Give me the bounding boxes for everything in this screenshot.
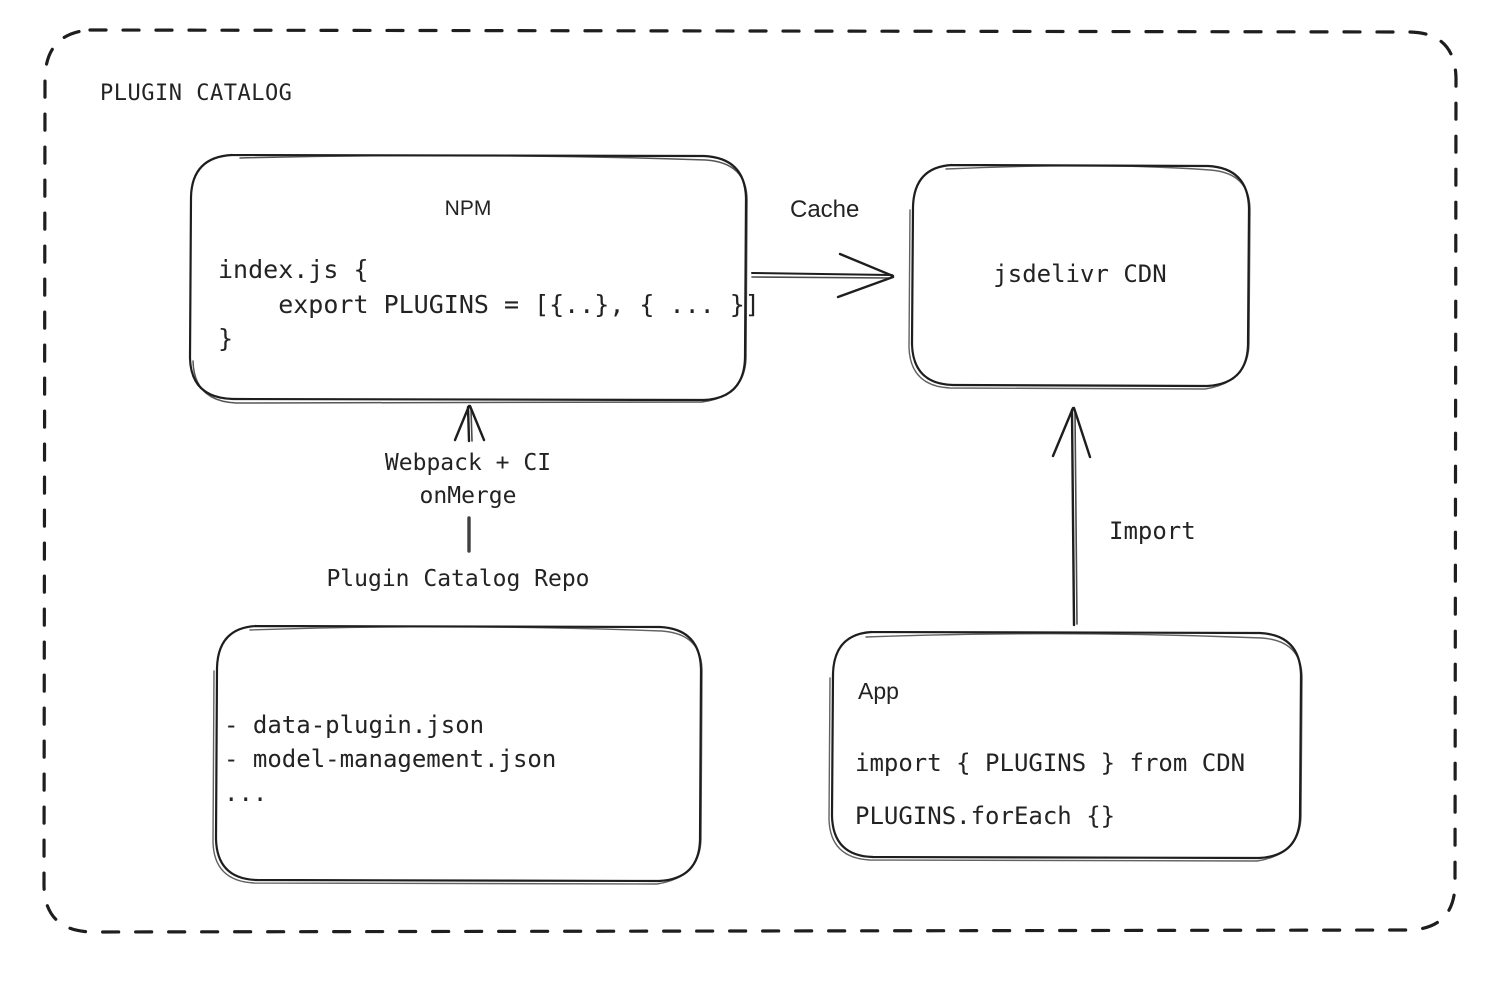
edge-label-import: Import <box>1109 517 1196 545</box>
app-node-code: import { PLUGINS } from CDN PLUGINS.forEa… <box>855 737 1245 843</box>
app-code-line-2: PLUGINS.forEach {} <box>855 801 1116 830</box>
npm-node-title: NPM <box>444 197 492 220</box>
edge-label-webpack-ci-onmerge: Webpack + CI onMerge <box>384 450 552 510</box>
edge-label-cache: Cache <box>790 196 860 223</box>
cdn-node-title: jsdelivr CDN <box>993 260 1167 288</box>
repo-node-title: Plugin Catalog Repo <box>326 566 590 592</box>
arrow-npm-to-cdn <box>751 252 895 299</box>
app-node-title: App <box>858 678 899 704</box>
group-title-plugin-catalog: PLUGIN CATALOG <box>100 81 293 106</box>
npm-node-code: index.js { export PLUGINS = [{..}, { ...… <box>218 255 760 353</box>
app-code-line-1: import { PLUGINS } from CDN <box>855 749 1246 777</box>
repo-node-file-list: - data-plugin.json - model-management.js… <box>224 711 557 808</box>
arrow-app-to-cdn <box>1051 406 1092 627</box>
